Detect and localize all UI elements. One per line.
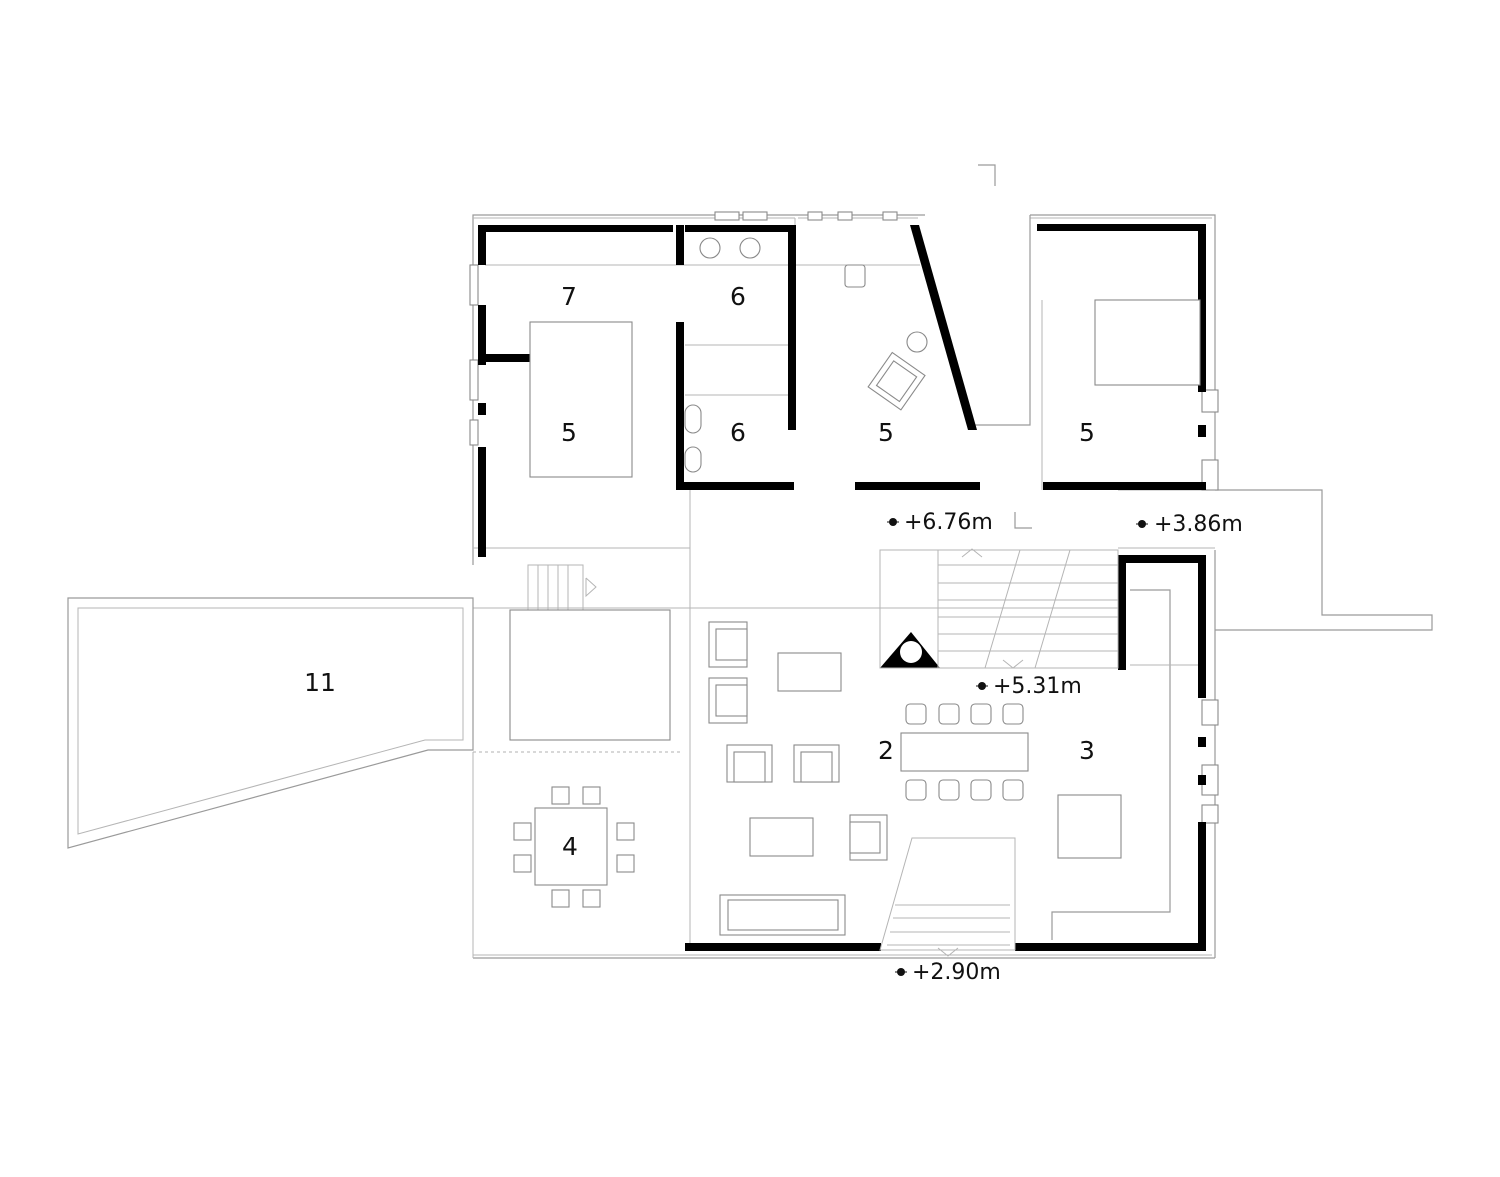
fireplace-icon [900,641,922,663]
room-label-6-upper: 6 [730,282,746,311]
level-markers [887,518,1148,976]
room-label-5-left: 5 [561,418,577,447]
level-label-531: +5.31m [993,674,1082,699]
outline-lines [472,164,1433,959]
main-stairs [879,548,1119,669]
level-label-290: +2.90m [912,960,1001,985]
room-label-4: 4 [562,832,578,861]
wall-hatches [469,211,1219,824]
room-11-outline [67,597,474,849]
furniture [509,237,1201,936]
room-label-3: 3 [1079,736,1095,765]
room-label-5-right: 5 [1079,418,1095,447]
level-labels: +6.76m +3.86m +5.31m +2.90m [904,510,1243,985]
room-label-7: 7 [561,282,577,311]
room-label-2: 2 [878,736,894,765]
room-label-11: 11 [304,668,336,697]
level-label-386: +3.86m [1154,512,1243,537]
room-label-6-lower: 6 [730,418,746,447]
bottom-stairs [879,837,1016,957]
small-stairs [527,564,597,611]
room-labels: 7 6 6 5 5 5 11 2 3 4 [304,282,1095,861]
room-label-5-middle: 5 [878,418,894,447]
level-label-676: +6.76m [904,510,993,535]
